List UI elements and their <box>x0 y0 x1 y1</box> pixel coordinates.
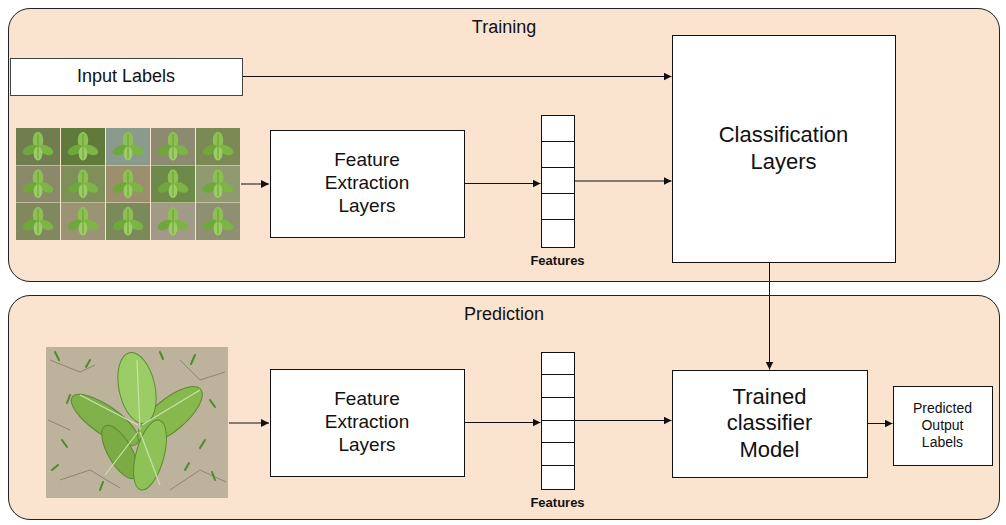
process-box: Trained classifier Model <box>672 370 868 478</box>
photo-tile <box>196 128 240 165</box>
vector-label: Features <box>530 495 584 511</box>
vector-cell <box>542 353 574 398</box>
soil-ground <box>46 347 228 498</box>
plant-leaves <box>21 207 55 236</box>
process-box: Feature Extraction Layers <box>270 130 465 238</box>
leaf-veins <box>80 360 200 485</box>
panel-fill <box>8 8 1000 282</box>
photo-tile <box>151 128 195 165</box>
plant-leaves <box>156 132 190 161</box>
plant-photo <box>46 347 228 498</box>
plant-leaves <box>201 132 235 161</box>
vector-cell <box>542 353 574 466</box>
plant-leaves <box>21 132 55 161</box>
photo-tile <box>196 203 240 240</box>
plant-leaves <box>66 169 100 198</box>
flow-arrow <box>769 263 770 370</box>
photo-tile <box>16 128 60 165</box>
vector-cell <box>542 116 574 168</box>
plant-leaves <box>66 132 100 161</box>
stage-panel: PredictionFeature Extraction LayersFeatu… <box>8 295 1000 520</box>
input-arrow <box>241 184 269 185</box>
box-label: Feature Extraction Layers <box>310 149 425 217</box>
box-label: Trained classifier Model <box>707 384 832 463</box>
photo-tile <box>61 203 105 240</box>
flow-arrow <box>465 422 541 423</box>
output-box: Predicted Output Labels <box>893 386 993 466</box>
plant-leaves <box>156 169 190 198</box>
leaf <box>127 417 173 494</box>
photo-tile <box>61 166 105 203</box>
vector-cell <box>542 116 574 195</box>
photo-tile <box>151 203 195 240</box>
flow-arrow <box>575 181 672 182</box>
plant-leaves <box>21 169 55 198</box>
vector-cell <box>542 353 574 376</box>
photo-tile <box>106 203 150 240</box>
vector-cell <box>542 353 574 421</box>
box-label: Predicted Output Labels <box>905 400 981 450</box>
panel-fill <box>8 295 1000 520</box>
input-arrow <box>229 423 269 424</box>
photo-tile <box>106 128 150 165</box>
stage-title: Prediction <box>464 304 544 326</box>
box-label: Input Labels <box>77 66 175 88</box>
label-box: Input Labels <box>10 58 243 96</box>
process-box: Feature Extraction Layers <box>270 369 465 477</box>
vector-cell <box>542 353 574 444</box>
photo-tile <box>106 166 150 203</box>
vector-label: Features <box>530 253 584 269</box>
flow-arrow <box>575 420 672 421</box>
plant-leaves <box>111 132 145 161</box>
feature-vector: Features <box>541 352 575 490</box>
feature-vector: Features <box>541 115 575 248</box>
flow-arrow <box>243 76 672 77</box>
stage-panel: TrainingInput LabelsFeature Extraction L… <box>8 8 1000 282</box>
photo-tile <box>16 166 60 203</box>
photo-tile <box>196 166 240 203</box>
box-label: Classification Layers <box>699 122 869 175</box>
process-box: Classification Layers <box>672 35 896 263</box>
photo-tile <box>16 203 60 240</box>
stage-title: Training <box>472 17 536 39</box>
vector-cell <box>542 116 574 221</box>
plant-leaves <box>201 207 235 236</box>
vector-cell <box>542 116 574 142</box>
plant-leaves <box>201 169 235 198</box>
plant-photo-grid <box>16 128 240 240</box>
plant-leaves <box>111 169 145 198</box>
flow-arrow <box>465 183 541 184</box>
photo-tile <box>61 128 105 165</box>
plant-leaves <box>66 207 100 236</box>
box-label: Feature Extraction Layers <box>310 388 425 456</box>
photo-tile <box>151 166 195 203</box>
plant-leaves <box>156 207 190 236</box>
plant-leaves <box>111 207 145 236</box>
flow-arrow <box>868 423 893 424</box>
